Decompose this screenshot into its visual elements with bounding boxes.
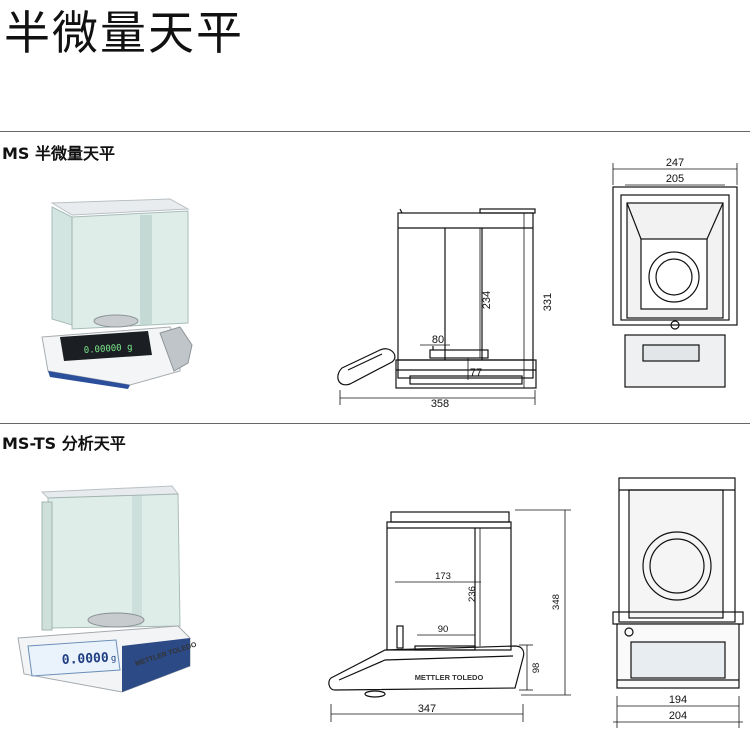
ms-dim-total-height: 331: [542, 293, 554, 311]
ms-ts-dim-base-height: 98: [531, 663, 542, 674]
ms-ts-balance-photo: METTLER TOLEDO 0.0000 g: [17, 485, 198, 693]
ms-ts-side-view-drawing: METTLER TOLEDO 173 236 90 98 348 347: [328, 509, 571, 722]
ms-dim-outer-width: 247: [666, 157, 684, 169]
section-divider: [0, 423, 750, 424]
ms-dim-pan-width: 80: [432, 334, 444, 346]
ms-dim-inner-width: 205: [666, 173, 684, 185]
ms-ts-dim-pan-width: 90: [438, 624, 449, 635]
section-title-ms: MS 半微量天平: [2, 144, 116, 163]
ms-ts-display-unit: g: [111, 654, 117, 664]
ms-display-readout: 0.00000 g: [84, 343, 133, 356]
ms-ts-display-value: 0.0000: [61, 651, 109, 668]
section-divider: [0, 131, 750, 132]
ms-ts-dim-chamber-width: 173: [435, 571, 451, 582]
ms-ts-dim-outer-width: 204: [669, 710, 687, 722]
ms-ts-dim-width: 347: [418, 703, 436, 715]
ms-dim-pan-height: 77: [470, 367, 482, 379]
ms-ts-dim-inner-width: 194: [669, 694, 687, 706]
page-title: 半微量天平: [4, 6, 244, 60]
ms-ts-front-view-drawing: 194 204: [612, 477, 744, 728]
ms-ts-dim-total-height: 348: [551, 594, 562, 610]
ms-ts-dim-chamber-height: 236: [467, 586, 478, 602]
ms-balance-photo: 0.00000 g: [41, 198, 193, 389]
section-title-ms-ts: MS-TS 分析天平: [2, 434, 126, 453]
ms-ts-side-brand-label: METTLER TOLEDO: [415, 673, 484, 682]
ms-dim-width: 358: [431, 398, 449, 410]
ms-side-view-drawing: 234 331 80 77 358: [337, 208, 554, 410]
ms-front-view-drawing: 247 205: [612, 157, 738, 388]
ms-dim-chamber-height: 234: [481, 291, 493, 309]
